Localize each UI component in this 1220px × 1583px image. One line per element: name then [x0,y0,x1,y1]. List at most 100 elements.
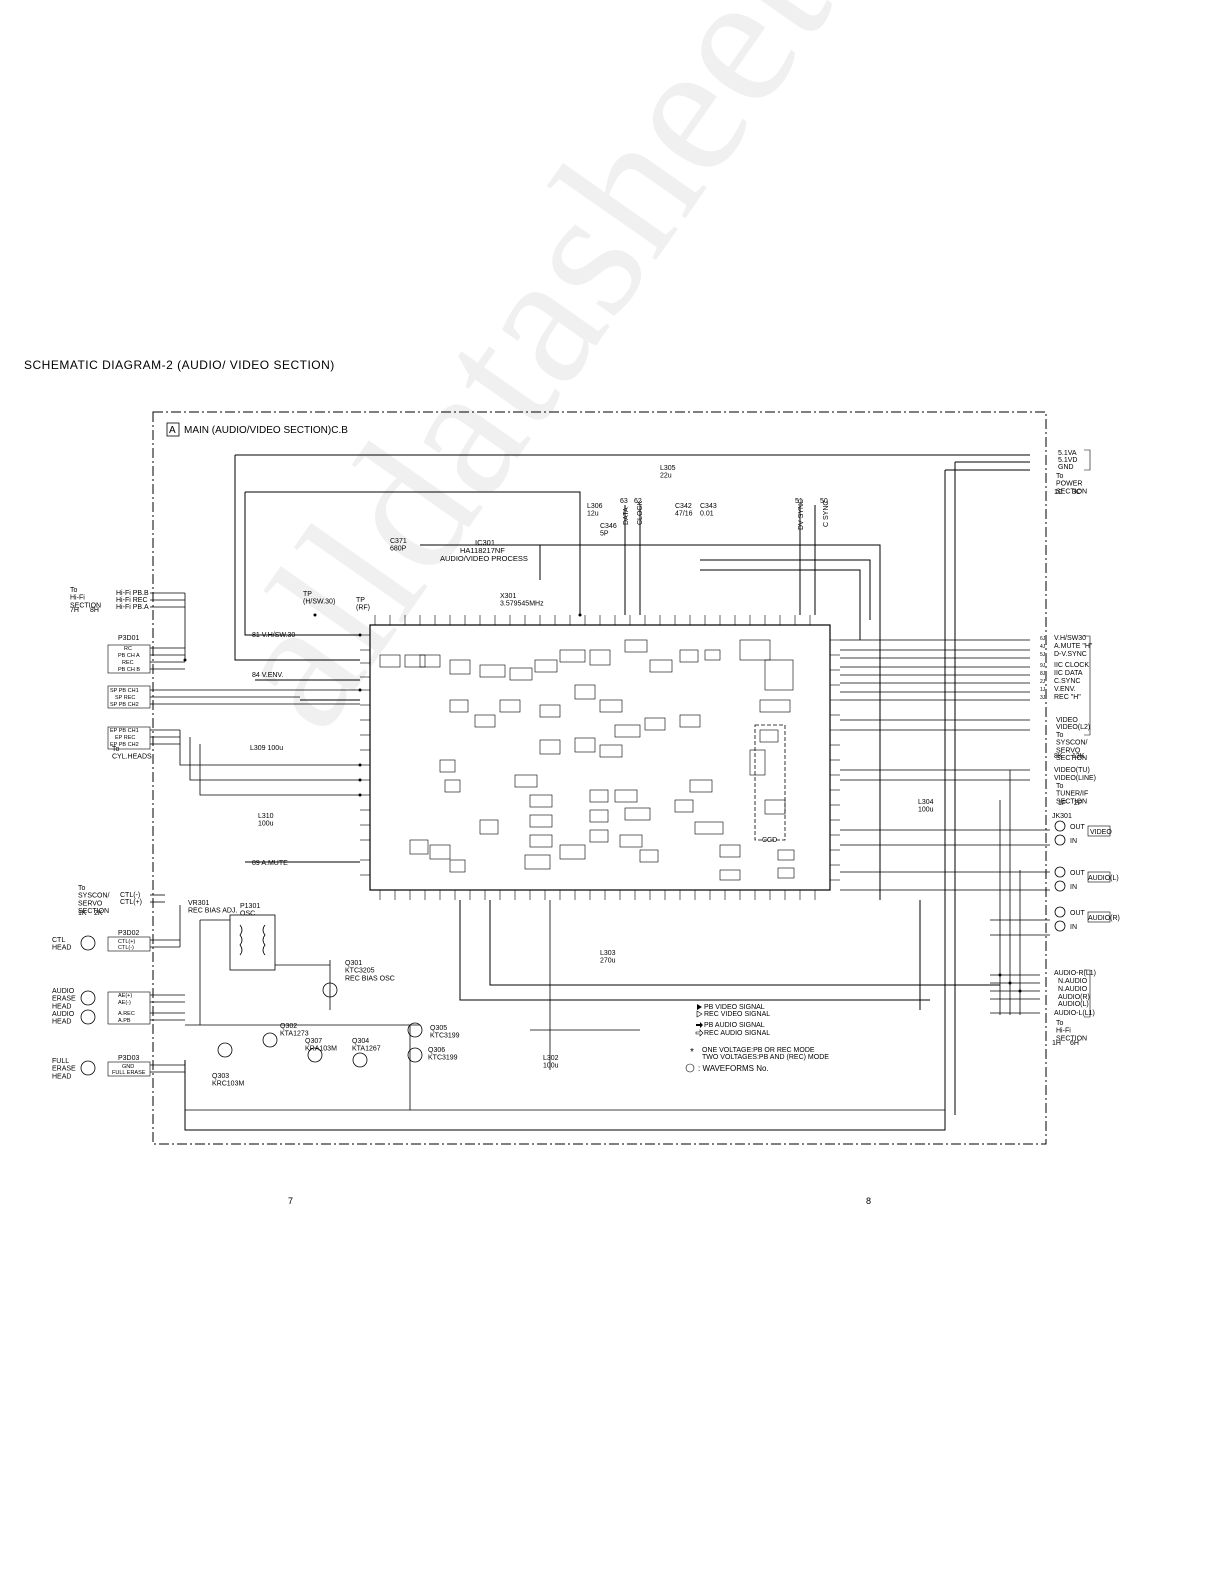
p3d01-pin-3: PB CH B [118,667,140,673]
power-bracket [1084,449,1091,471]
jack-audior-name: AUDIO(R) [1088,915,1120,922]
bus-wires [184,454,1030,1131]
p3d02-pin-3: AE(-) [118,1000,131,1006]
syscon-r-pin-0: V.H/SW30 [1054,635,1086,642]
net-venv: 84 V.ENV. [252,672,283,679]
top-pin-63: 63 [620,498,628,505]
video-out-pin-1: VIDEO(L2) [1056,724,1090,731]
left-wires [150,592,360,1073]
legend-waveforms: : WAVEFORMS No. [698,1064,769,1073]
video-out-code-0: 8K [1054,753,1063,760]
hifi-code-start: 7H [70,607,79,614]
legend-rec-audio-arrow [695,1029,704,1037]
p3d02-ref: P3D02 [118,930,140,937]
page-title: SCHEMATIC DIAGRAM-2 (AUDIO/ VIDEO SECTIO… [24,358,335,372]
syscon-pin-ctlp: CTL(+) [120,899,142,906]
tuner-pin-0: VIDEO(TU) [1054,767,1090,774]
legend-pb-video: PB VIDEO SIGNAL [704,1004,765,1011]
legend-pb-video-arrow [697,1004,702,1010]
jack-audiol-name: AUDIO(L) [1088,875,1119,882]
p3d02-pin-5: A.PB [118,1018,131,1024]
ic-ref: IC301 [475,538,495,547]
hifi-audio-pin-0: AUDIO-R(L1) [1054,970,1096,977]
p3d01-pin-1: PB CH A [118,653,140,659]
p3d01-pin-5: SP REC [115,695,135,701]
top-pin-50: 50 [820,498,828,505]
p3d01-pin-8: EP REC [115,735,135,741]
power-code-end: 3C [1072,489,1081,496]
syscon-code-2k: 2K [94,910,103,917]
legend-rec-audio: REC AUDIO SIGNAL [704,1030,770,1037]
signal-clock: CLOCK [637,501,644,525]
hifi-pin-rec: Hi-Fi REC [116,597,148,604]
top-pin-62: 62 [634,498,642,505]
page-number-left: 7 [288,1196,294,1206]
connector-boxes [107,644,1111,1077]
hifi-bracket [1084,969,1091,1018]
jack-audior-in: IN [1070,924,1077,931]
legend-pb-audio-arrow [696,1022,703,1028]
legend-rec-video: REC VIDEO SIGNAL [704,1011,770,1018]
hifi-audio-pin-5: AUDIO-L(L1) [1054,1010,1095,1017]
ic-function: AUDIO/VIDEO PROCESS [440,554,528,563]
syscon-code-1k: 1K [78,910,87,917]
jack-ref: JK301 [1052,813,1072,820]
hifi-code-end: 8H [90,607,99,614]
p3d02-pin-1: CTL(-) [118,945,134,951]
syscon-r-pin-6: V.ENV. [1054,686,1076,693]
pin-dots [183,613,1022,993]
ccd-box [754,724,786,841]
ic-top-pins [374,615,811,625]
p3d03-ref: P3D03 [118,1055,140,1062]
syscon-r-pin-5: C.SYNC [1054,678,1080,685]
tuner-pin-1: VIDEO(LINE) [1054,775,1096,782]
p3d02-pin-0: CTL(+) [118,939,135,945]
comp-tp-rf: TP(RF) [356,597,370,612]
right-wires [840,639,1050,1015]
jack-video-name: VIDEO [1090,829,1112,836]
hifi-audio-pin-1: N.AUDIO [1058,978,1088,985]
p3d03-pin-gnd: GND [122,1064,134,1070]
power-pin-2: GND [1058,464,1074,471]
ic-side-pins [360,634,840,881]
board-title: MAIN (AUDIO/VIDEO SECTION)C.B [184,425,348,436]
syscon-r-code-0: 6J [1040,636,1046,642]
hifi-audio-pin-4: AUDIO(L) [1058,1001,1089,1008]
p3d02-pin-4: A.REC [118,1011,135,1017]
p3d01-pin-2: REC [122,660,134,666]
syscon-r-code-7: 3J [1040,695,1046,701]
syscon-r-pin-1: A.MUTE "H" [1054,643,1093,650]
video-out-pin-0: VIDEO [1056,717,1078,724]
osc-section [185,900,945,1111]
syscon-pin-ctlm: CTL(-) [120,892,140,899]
syscon-r-pin-2: D-V.SYNC [1054,651,1087,658]
ic-internal-blocks [379,639,795,881]
legend-pb-audio: PB AUDIO SIGNAL [704,1022,765,1029]
syscon-r-code-1: 4J [1040,644,1046,650]
power-pin-0: 5.1VA [1058,450,1077,457]
jack-video-in: IN [1070,838,1077,845]
power-pin-1: 5.1VD [1058,457,1077,464]
comp-ccd: CCD [762,837,777,844]
tuner-code-1: 2F [1074,800,1082,807]
syscon-r-pin-3: IIC CLOCK [1054,662,1089,669]
